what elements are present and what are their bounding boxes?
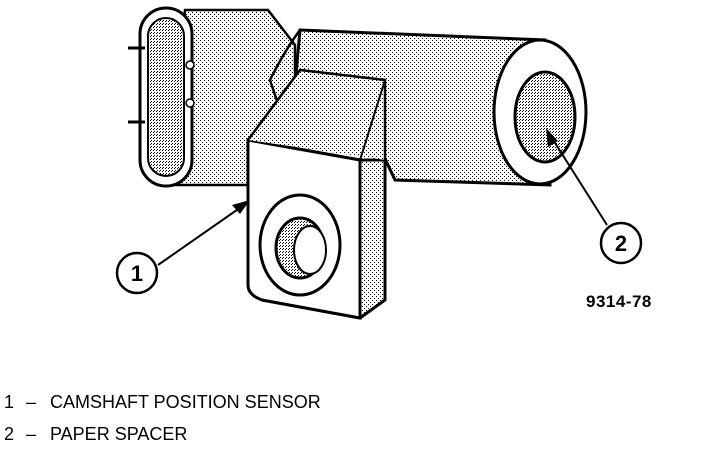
legend-item: 1–CAMSHAFT POSITION SENSOR <box>4 386 321 418</box>
callout-2: 2 <box>546 128 643 265</box>
callout-1: 1 <box>115 200 250 295</box>
legend-item: 2–PAPER SPACER <box>4 418 321 450</box>
legend-separator: – <box>26 392 37 412</box>
callout-1-number: 1 <box>131 261 143 286</box>
legend-item-label: CAMSHAFT POSITION SENSOR <box>50 392 321 412</box>
legend-item-number: 1 <box>4 392 15 412</box>
legend-item-label: PAPER SPACER <box>50 424 188 444</box>
sensor-diagram: 1 2 <box>115 6 643 320</box>
figure-id: 9314-78 <box>586 292 652 311</box>
legend-item-number: 2 <box>4 424 15 444</box>
electrical-connector <box>128 6 297 188</box>
mounting-bracket <box>246 68 387 320</box>
sensor-end-face <box>492 38 588 186</box>
callout-2-number: 2 <box>615 231 627 256</box>
legend-separator: – <box>26 424 37 444</box>
legend: 1–CAMSHAFT POSITION SENSOR 2–PAPER SPACE… <box>4 386 321 450</box>
